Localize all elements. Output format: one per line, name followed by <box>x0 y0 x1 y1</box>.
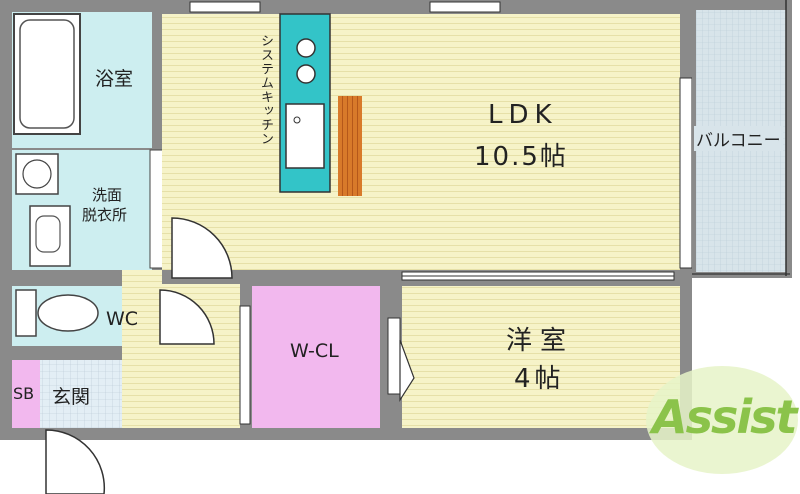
toilet-tank <box>15 289 37 337</box>
ldk-label: LDK <box>488 100 558 130</box>
balcony-window <box>679 77 693 269</box>
toilet-label: WC <box>106 308 139 330</box>
western-room-size-label: 4帖 <box>514 364 565 394</box>
shoe-box-label: SB <box>13 384 35 403</box>
kitchen-floor <box>338 96 362 196</box>
logo-circle <box>646 366 798 474</box>
stove-burner <box>296 38 316 58</box>
bathroom-label: 浴室 <box>95 68 134 90</box>
washroom-label-line2: 脱衣所 <box>82 206 128 224</box>
western-room-floor <box>402 286 680 428</box>
entrance-tile <box>40 360 122 428</box>
toilet-bowl <box>37 294 99 332</box>
washroom-label-line1: 洗面 <box>92 186 123 204</box>
western-room-label: 洋室 <box>506 326 575 356</box>
closet-label: W-CL <box>290 340 339 362</box>
shoe-box <box>12 360 40 428</box>
door-swing <box>171 217 233 279</box>
window <box>189 1 261 13</box>
door-swing <box>45 429 106 494</box>
balcony-label: バルコニー <box>694 126 783 151</box>
kitchen-sink <box>285 103 325 169</box>
closet-floor <box>252 286 388 428</box>
assist-logo: Assist <box>652 390 797 444</box>
door-swing <box>159 289 215 345</box>
ldk-size-label: 10.5帖 <box>474 142 568 172</box>
ldk-floor <box>162 14 680 270</box>
stove-burner <box>296 64 316 84</box>
entrance-label: 玄関 <box>52 386 91 408</box>
bathtub-inner <box>19 19 75 129</box>
window <box>429 1 501 13</box>
kitchen-label: システムキッチン <box>258 34 273 146</box>
